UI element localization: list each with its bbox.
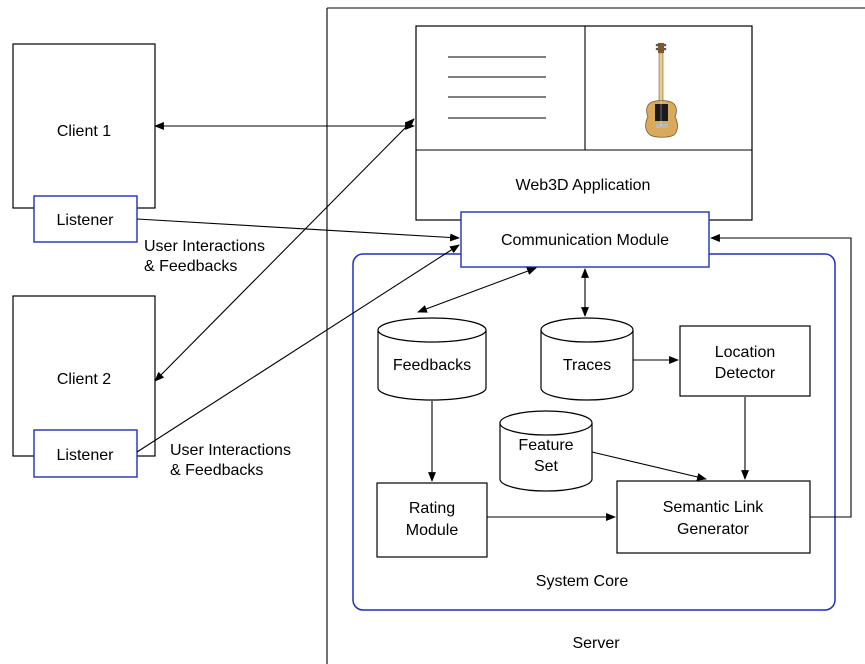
feedbacks-label: Feedbacks [393, 357, 471, 374]
client-1-listener-label: Listener [57, 212, 115, 229]
feature-set-line2: Set [534, 458, 559, 475]
server-label: Server [572, 635, 620, 652]
rating-module-line1: Rating [409, 500, 455, 517]
traces-label: Traces [563, 357, 611, 374]
arrow-feedbacks-comm [417, 267, 537, 313]
client-1-label: Client 1 [57, 123, 111, 140]
feedbacks-store: Feedbacks [377, 317, 487, 401]
arrow-featureset-semantic [591, 451, 707, 481]
client-2-listener-label: Listener [57, 447, 115, 464]
text-lines-icon [448, 56, 546, 119]
interaction-label-1-line1: User Interactions [144, 238, 265, 255]
web3d-label: Web3D Application [516, 177, 651, 194]
system-core-label: System Core [536, 573, 629, 590]
semantic-link-generator-line2: Generator [677, 521, 750, 538]
interaction-label-1-line2: & Feedbacks [144, 258, 237, 275]
arrow-listener2-comm [136, 244, 460, 453]
location-detector-line2: Detector [715, 365, 776, 382]
communication-module-label: Communication Module [501, 232, 669, 249]
semantic-link-generator-line1: Semantic Link [663, 499, 764, 516]
location-detector: Location Detector [679, 325, 811, 397]
client-1: Client 1 Listener [12, 43, 156, 243]
feature-set-store: Feature Set [499, 410, 593, 492]
arrow-semantic-comm [710, 234, 852, 518]
interaction-label-1: User Interactions & Feedbacks [144, 238, 265, 275]
interaction-label-2-line1: User Interactions [170, 442, 291, 459]
client-2: Client 2 Listener [12, 295, 156, 478]
traces-store: Traces [540, 317, 634, 401]
communication-module: Communication Module [460, 211, 710, 268]
arrow-client2-web3d [154, 118, 415, 382]
feature-set-line1: Feature [518, 437, 573, 454]
client-2-label: Client 2 [57, 371, 111, 388]
location-detector-line1: Location [715, 344, 776, 361]
arrow-listener1-comm [136, 218, 460, 242]
semantic-link-generator: Semantic Link Generator [616, 480, 811, 554]
rating-module: Rating Module [376, 482, 488, 558]
interaction-label-2: User Interactions & Feedbacks [170, 442, 291, 479]
guitar-icon [645, 43, 678, 138]
web3d-application: Web3D Application [415, 25, 753, 221]
connectors [136, 118, 852, 521]
rating-module-line2: Module [406, 522, 459, 539]
interaction-label-2-line2: & Feedbacks [170, 462, 263, 479]
